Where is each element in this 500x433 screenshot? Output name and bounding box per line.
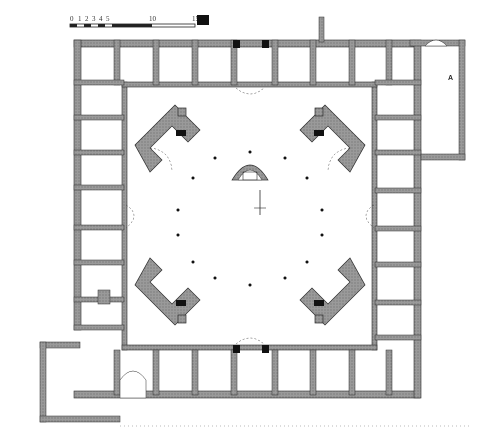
northeast-annex [409, 39, 466, 161]
scale-tick-label: 2 [85, 15, 89, 23]
scale-tick-label: 1 [78, 15, 82, 23]
scale-tick-label: 3 [92, 15, 96, 23]
central-apse [231, 164, 269, 215]
right-rooms [374, 79, 422, 341]
southwest-annex [39, 289, 147, 423]
scale-tick-label: 10 [149, 15, 157, 23]
door-arcs [125, 87, 375, 345]
scale-tick-label: 4 [99, 15, 103, 23]
scale-block [197, 15, 209, 25]
scale-tick-label: 5 [106, 15, 110, 23]
scale-bar: 0 1 2 3 4 5 10 15 [69, 15, 209, 28]
column-ring [176, 150, 324, 287]
octagonal-hall [134, 104, 366, 326]
scale-tick-label: 15 [192, 15, 200, 23]
north-marker: A [448, 75, 453, 82]
scale-tick-label: 0 [70, 15, 74, 23]
top-rooms [113, 16, 393, 86]
dark-piers [176, 40, 324, 353]
bottom-rooms [113, 349, 393, 396]
